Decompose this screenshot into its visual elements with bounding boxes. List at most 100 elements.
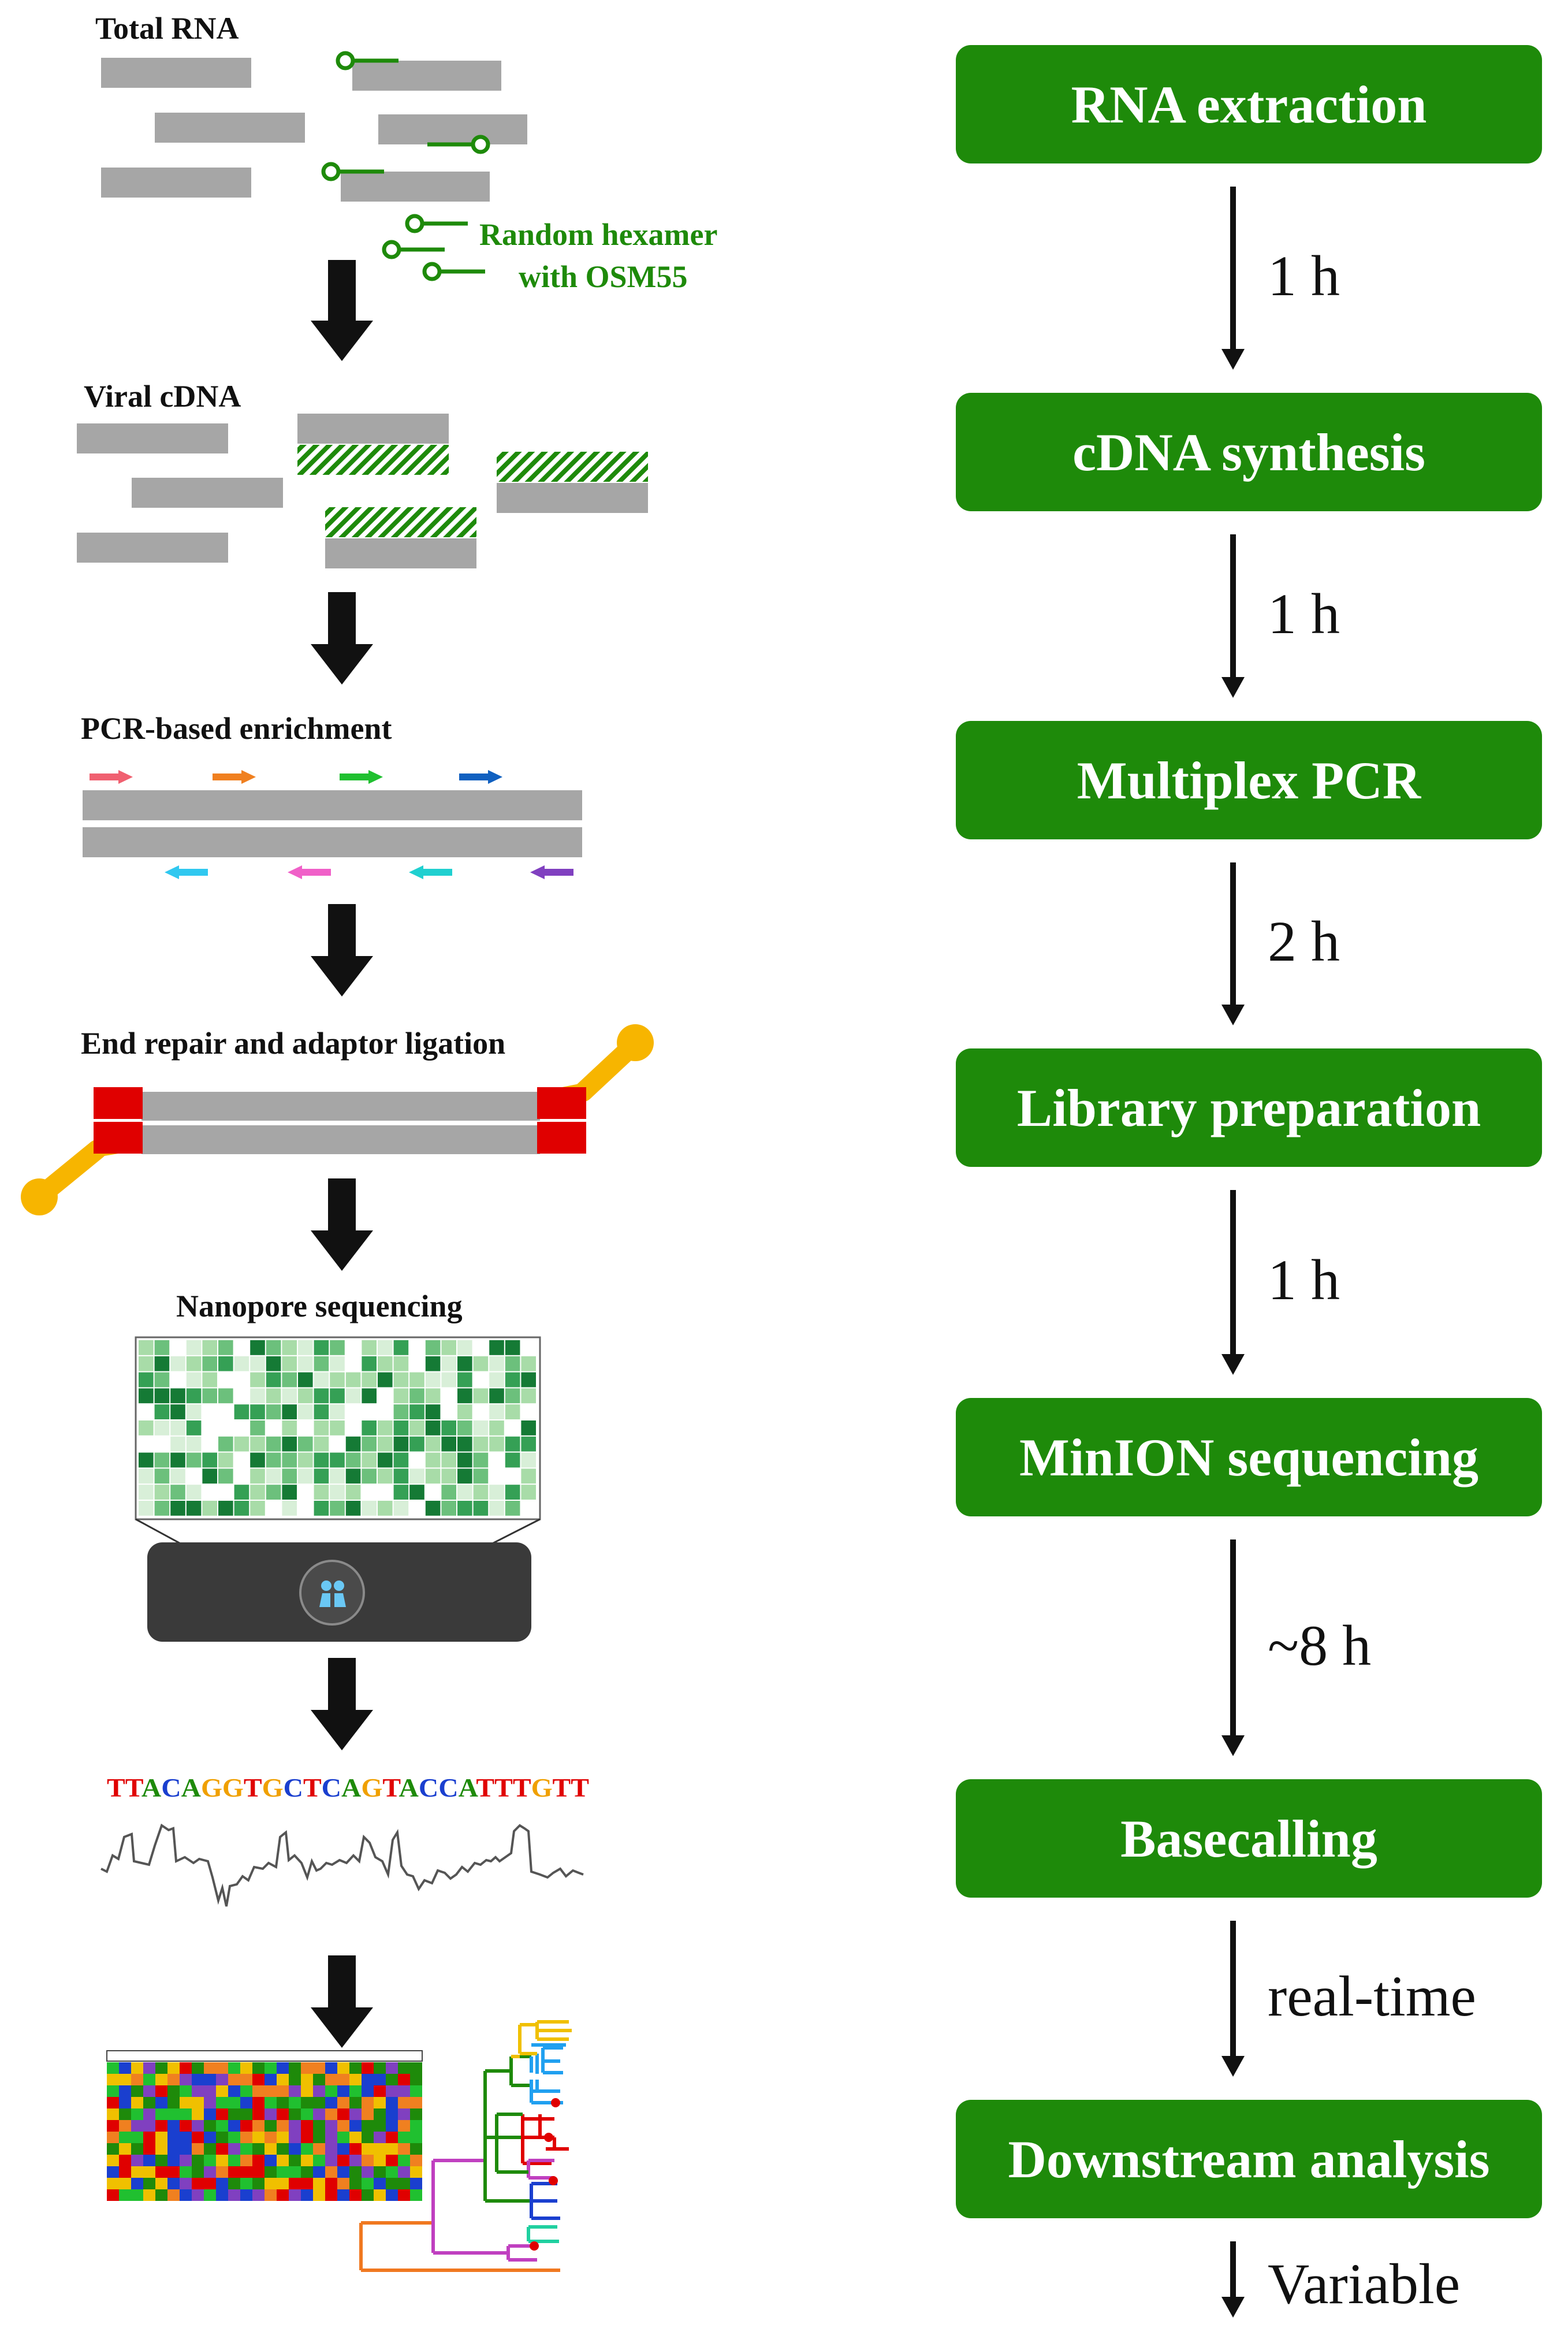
alignment-cell [265, 2166, 277, 2178]
alignment-cell [252, 2085, 265, 2097]
alignment-cell [398, 2085, 410, 2097]
alignment-cell [410, 2097, 422, 2108]
alignment-cell [265, 2120, 277, 2132]
heatmap-cell [314, 1372, 329, 1388]
workflow-step-label: Multiplex PCR [1077, 750, 1421, 810]
alignment-cell [240, 2132, 252, 2143]
heatmap-cell [266, 1340, 281, 1355]
heatmap-cell [154, 1404, 170, 1419]
workflow-step-label: Downstream analysis [1008, 2129, 1490, 2189]
heatmap-cell [202, 1420, 217, 1436]
alignment-cell [362, 2155, 374, 2166]
alignment-cell [289, 2178, 301, 2189]
heatmap-cell [425, 1340, 441, 1355]
heatmap-cell [282, 1372, 297, 1388]
alignment-cell [374, 2189, 386, 2201]
alignment-cell [167, 2189, 180, 2201]
heatmap-cell [505, 1340, 520, 1355]
alignment-cell [277, 2074, 289, 2085]
heatmap-cell [505, 1388, 520, 1404]
alignment-cell [325, 2085, 337, 2097]
heatmap-cell [330, 1485, 345, 1500]
heatmap-cell [202, 1436, 217, 1452]
alignment-cell [131, 2074, 143, 2085]
heatmap-cell [425, 1501, 441, 1516]
base-letter: A [181, 1773, 201, 1802]
alignment-cell [240, 2178, 252, 2189]
heatmap-cell [393, 1485, 409, 1500]
heatmap-cell [266, 1356, 281, 1371]
alignment-cell [131, 2097, 143, 2108]
heatmap-cell [170, 1356, 185, 1371]
workflow-duration-label: Variable [1268, 2252, 1461, 2316]
alignment-cell [119, 2108, 131, 2120]
heatmap-cell [202, 1340, 217, 1355]
workflow-arrow-head [1221, 1735, 1245, 1756]
alignment-cell [167, 2155, 180, 2166]
alignment-cell [204, 2189, 216, 2201]
base-letter: G [262, 1773, 284, 1802]
heatmap-cell [266, 1485, 281, 1500]
alignment-cell [192, 2085, 204, 2097]
heatmap-cell [345, 1420, 361, 1436]
heatmap-cell [234, 1501, 249, 1516]
alignment-cell [228, 2132, 240, 2143]
alignment-cell [180, 2074, 192, 2085]
alignment-cell [362, 2166, 374, 2178]
heatmap-cell [298, 1404, 313, 1419]
heatmap-cell [362, 1468, 377, 1484]
alignment-cell [301, 2189, 313, 2201]
alignment-cell [337, 2166, 349, 2178]
heatmap-cell [314, 1468, 329, 1484]
heatmap-cell [154, 1436, 170, 1452]
heatmap-cell [362, 1404, 377, 1419]
heatmap-cell [441, 1404, 456, 1419]
heatmap-cell [314, 1388, 329, 1404]
heatmap-cell [154, 1340, 170, 1355]
heatmap-cell [473, 1404, 489, 1419]
heatmap-cell [154, 1388, 170, 1404]
alignment-cell [325, 2132, 337, 2143]
alignment-cell [119, 2166, 131, 2178]
workflow-arrow-head [1221, 349, 1245, 370]
heatmap-cell [393, 1372, 409, 1388]
alignment-cell [252, 2178, 265, 2189]
alignment-cell [107, 2143, 119, 2155]
alignment-cell [374, 2166, 386, 2178]
alignment-cell [155, 2143, 167, 2155]
alignment-cell [301, 2178, 313, 2189]
alignment-cell [228, 2062, 240, 2074]
heatmap-cell [234, 1340, 249, 1355]
alignment-cell [410, 2085, 422, 2097]
alignment-cell [277, 2189, 289, 2201]
heatmap-cell [521, 1420, 536, 1436]
tree-highlight-dots [530, 2098, 560, 2251]
alignment-cell [398, 2097, 410, 2108]
heatmap-cell [378, 1452, 393, 1468]
alignment-cell [107, 2074, 119, 2085]
heatmap-cell [139, 1501, 154, 1516]
alignment-cell [313, 2178, 325, 2189]
alignment-cell [374, 2178, 386, 2189]
heatmap-cell [409, 1356, 424, 1371]
phylogenetic-tree-icon [359, 2020, 572, 2272]
alignment-cell [410, 2132, 422, 2143]
alignment-cell [192, 2062, 204, 2074]
alignment-cell [167, 2097, 180, 2108]
alignment-cell [107, 2097, 119, 2108]
heatmap-cell [234, 1356, 249, 1371]
heatmap-cell [521, 1468, 536, 1484]
heatmap-cell [218, 1452, 233, 1468]
base-letter: T [553, 1773, 571, 1802]
heatmap-cell [282, 1485, 297, 1500]
alignment-cell [301, 2085, 313, 2097]
heatmap-cell [409, 1388, 424, 1404]
alignment-cell [192, 2178, 204, 2189]
heatmap-cell [489, 1404, 504, 1419]
alignment-cell [410, 2074, 422, 2085]
heatmap-cell [154, 1420, 170, 1436]
alignment-cell [192, 2155, 204, 2166]
alignment-cell [362, 2108, 374, 2120]
heatmap-cell [489, 1452, 504, 1468]
alignment-cell [180, 2166, 192, 2178]
